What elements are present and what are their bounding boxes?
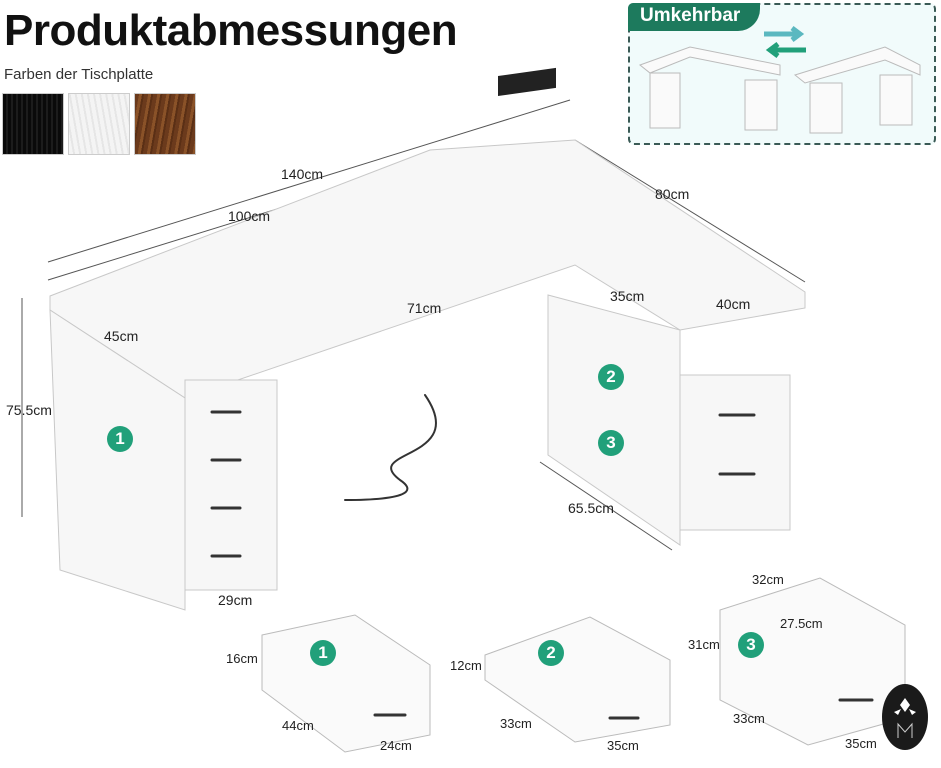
desk-badge-3: 3 — [598, 430, 624, 456]
dim-main-width: 100cm — [228, 208, 271, 224]
drawer-3-height: 31cm — [688, 637, 720, 652]
reversible-desks-illustration — [638, 46, 921, 134]
reversible-label: Umkehrbar — [628, 3, 760, 31]
dim-side-length: 80cm — [655, 186, 690, 202]
dim-side-depth: 40cm — [716, 296, 751, 312]
drawer-2-width: 35cm — [607, 738, 639, 753]
swatch-caption: Farben der Tischplatte — [4, 66, 154, 83]
dim-depth: 45cm — [104, 328, 139, 344]
drawer-2-depth: 33cm — [500, 716, 532, 731]
color-swatch-wood[interactable] — [134, 93, 196, 155]
drawer-3-badge: 3 — [738, 632, 764, 658]
desk-badge-2: 2 — [598, 364, 624, 390]
page-title: Produktabmessungen — [4, 6, 458, 55]
dim-cabinet-height: 65.5cm — [568, 500, 614, 516]
drawer-3-inner-height: 27.5cm — [780, 616, 823, 631]
brand-logo — [882, 684, 928, 750]
dim-drawer-unit-width: 29cm — [218, 592, 253, 608]
drawer-1-depth: 44cm — [282, 718, 314, 733]
drawer-1-badge: 1 — [310, 640, 336, 666]
color-swatch-black[interactable] — [2, 93, 64, 155]
drawer-1-height: 16cm — [226, 651, 258, 666]
dim-height: 75.5cm — [6, 402, 52, 418]
drawer-2-height: 12cm — [450, 658, 482, 673]
dim-side-inner: 35cm — [610, 288, 645, 304]
drawer-3-inner-width: 32cm — [752, 572, 784, 587]
reversible-panel — [628, 3, 936, 145]
drawer-2-badge: 2 — [538, 640, 564, 666]
drawer-3-width: 35cm — [845, 736, 877, 751]
drawer-1-width: 24cm — [380, 738, 412, 753]
dim-inner-width: 71cm — [407, 300, 442, 316]
dim-total-width: 140cm — [281, 166, 324, 182]
desk-badge-1: 1 — [107, 426, 133, 452]
swap-arrows-icon — [764, 26, 806, 58]
color-swatch-white[interactable] — [68, 93, 130, 155]
drawer-3-depth: 33cm — [733, 711, 765, 726]
